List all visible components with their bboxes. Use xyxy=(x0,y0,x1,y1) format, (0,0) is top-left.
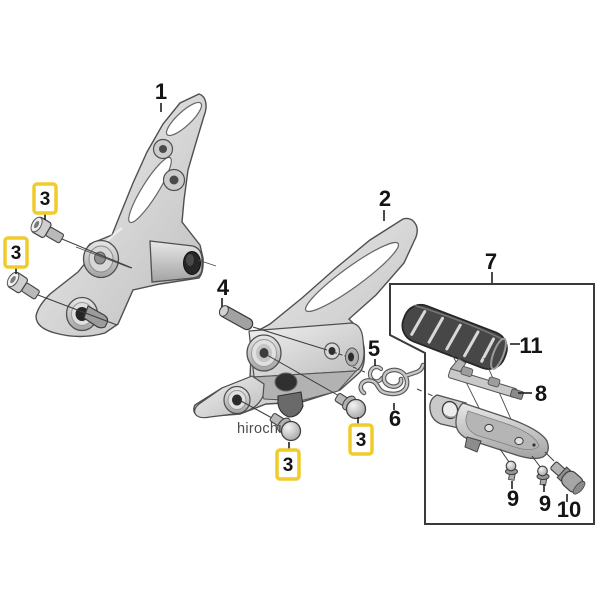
part-label-9a: 9 xyxy=(507,486,519,511)
footpeg-eye-hole xyxy=(441,400,459,420)
part7-footpeg-body xyxy=(429,394,549,460)
part10-pin xyxy=(550,461,586,495)
part-badge-3-c-number: 3 xyxy=(283,455,294,476)
part9-screw-b xyxy=(536,465,550,486)
part-badge-3-b-number: 3 xyxy=(11,243,22,264)
part-label-9b: 9 xyxy=(539,491,551,516)
part-label-10: 10 xyxy=(557,497,581,522)
part-label-2: 2 xyxy=(379,186,391,211)
part2-heel-wedge xyxy=(277,391,304,418)
part-badge-3-c: 3 xyxy=(275,448,301,481)
part-badge-3-a: 3 xyxy=(32,182,58,215)
part1-footpeg-bracket-left xyxy=(35,93,217,338)
part-badge-3-d-number: 3 xyxy=(356,430,367,451)
part9-screw-a xyxy=(505,460,518,481)
part8-retainer-plate xyxy=(447,357,524,400)
part1-pivot-boss xyxy=(82,239,120,279)
part4-pin xyxy=(218,305,254,331)
callout-ticks xyxy=(15,103,568,502)
part-label-6: 6 xyxy=(389,406,401,431)
part-label-7: 7 xyxy=(485,249,497,274)
part2-arm-bushing xyxy=(223,385,251,415)
part1-upper-slot xyxy=(165,101,203,137)
bolt3-b xyxy=(6,271,40,300)
part2-center-hole xyxy=(274,372,298,392)
part11-footpeg-rubber-pad xyxy=(401,303,508,370)
part-badge-3-d: 3 xyxy=(348,423,374,456)
bolt3-c xyxy=(269,413,302,442)
watermark-text: hirochi xyxy=(237,421,282,437)
bolt3-a xyxy=(30,216,65,244)
part1-long-slot xyxy=(128,156,172,224)
part2-slot xyxy=(304,241,400,313)
part-label-8: 8 xyxy=(535,381,547,406)
part-label-5: 5 xyxy=(368,336,380,361)
bolt3-d xyxy=(334,393,367,420)
leader-lines xyxy=(37,238,450,419)
part-label-1: 1 xyxy=(155,79,167,104)
part-label-11: 11 xyxy=(519,333,542,358)
part5-circlip xyxy=(367,364,385,384)
part2-footpeg-bracket-center xyxy=(193,217,418,419)
part-badge-3-b: 3 xyxy=(3,236,29,269)
part1-mount-cylinder xyxy=(149,240,203,283)
part-badge-3-a-number: 3 xyxy=(40,189,51,210)
part7-group-box xyxy=(389,283,595,525)
part6-spring xyxy=(358,362,426,397)
part2-left-bushing xyxy=(246,334,282,372)
part-label-4: 4 xyxy=(217,275,230,300)
